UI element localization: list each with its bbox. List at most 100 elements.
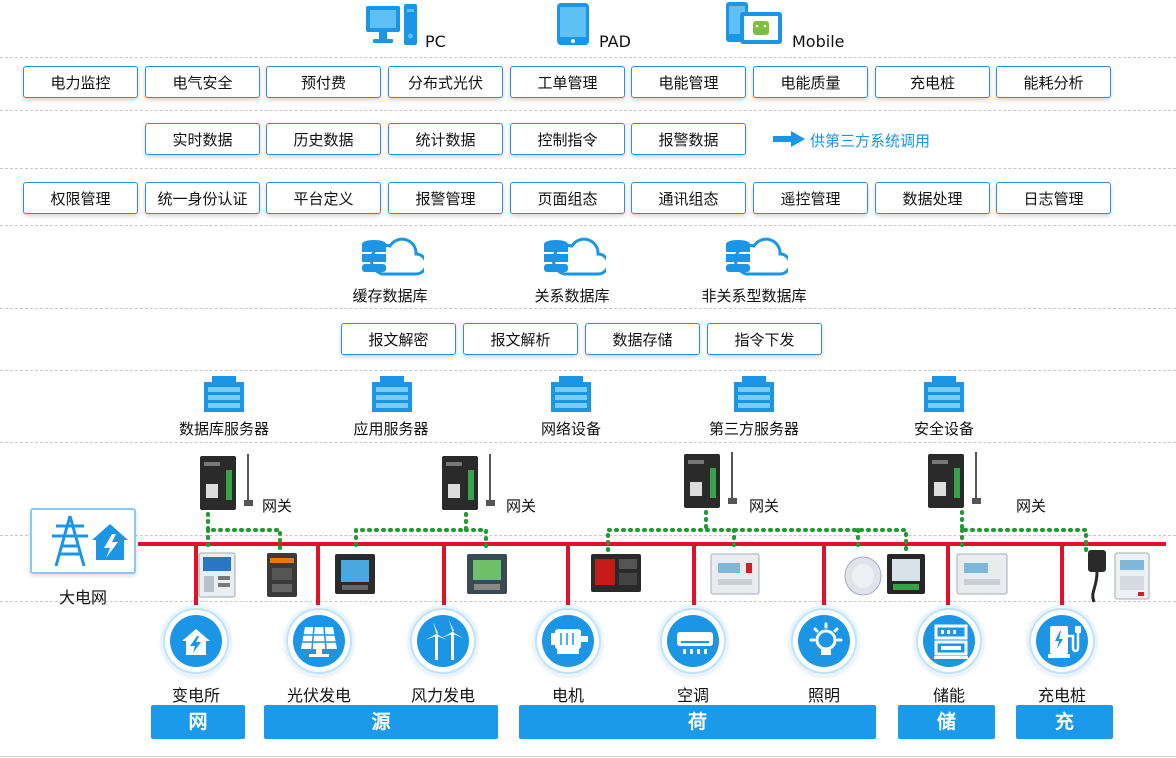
msg-command-dispatch: 指令下发 [707,323,822,355]
database-label: 非关系型数据库 [701,287,807,305]
gateway-label: 网关 [262,497,293,515]
solar-node [286,608,352,674]
mobile-icon [726,2,784,46]
gateway-device-icon [926,450,988,512]
database-label: 关系数据库 [534,287,610,305]
data-history: 历史数据 [266,123,381,155]
category-charging: 充 [1016,705,1113,739]
comm-link-line [206,512,282,552]
energy-storage-icon [934,624,968,659]
endpoint-label: 变电所 [171,686,220,705]
category-storage: 储 [898,705,995,739]
separator [0,442,1176,443]
msg-parse: 报文解析 [463,323,578,355]
data-control-command: 控制指令 [510,123,625,155]
database-label: 缓存数据库 [352,287,428,305]
panel-meter-icon [334,553,376,595]
category-grid: 网 [151,705,245,739]
comm-link-line [464,528,488,552]
cloud-database-icon [360,234,424,278]
substation-icon [182,629,210,655]
app-energy-analysis: 能耗分析 [996,66,1111,98]
separator [0,535,1176,536]
charging-node [1029,608,1095,674]
data-alarm: 报警数据 [631,123,746,155]
app-prepaid: 预付费 [266,66,381,98]
gateway-device-icon [198,452,260,514]
category-load: 荷 [519,705,876,739]
tablet-icon [556,3,590,45]
solar-panel-icon [301,626,337,657]
server-label: 安全设备 [913,420,974,438]
func-log-management: 日志管理 [996,182,1111,214]
client-label: PAD [599,32,631,51]
multifunction-meter-icon [590,553,642,593]
third-party-text: 供第三方系统调用 [810,132,931,150]
func-page-config: 页面组态 [510,182,625,214]
separator [0,168,1176,169]
lighting-node [791,608,857,674]
motor-icon [551,629,588,654]
endpoint-label: 光伏发电 [286,686,351,705]
client-label: Mobile [792,32,845,51]
transmission-tower-icon [52,515,128,567]
msg-decrypt: 报文解密 [341,323,456,355]
client-label: PC [425,32,446,51]
app-distributed-pv: 分布式光伏 [388,66,503,98]
relay-protection-device-icon [198,552,236,598]
wind-node [410,608,476,674]
endpoint-label: 空调 [676,686,709,705]
gateway-label: 网关 [749,497,780,515]
comm-link-line [606,528,908,552]
app-power-monitoring: 电力监控 [23,66,138,98]
cloud-database-icon [542,234,606,278]
endpoint-label: 照明 [807,686,840,705]
category-source: 源 [264,705,498,739]
gateway-device-icon [440,452,502,514]
app-work-order: 工单管理 [510,66,625,98]
comm-link-line [960,510,1088,552]
server-icon [549,376,593,412]
grid-box [30,508,136,574]
separator [0,57,1176,58]
data-statistics: 统计数据 [388,123,503,155]
air-conditioner-icon [677,632,713,654]
gateway-label: 网关 [506,497,537,515]
app-energy-management: 电能管理 [631,66,746,98]
separator [0,225,1176,226]
endpoint-label: 风力发电 [410,686,475,705]
separator [0,370,1176,371]
prepaid-meter-icon [1114,552,1150,600]
func-identity-auth: 统一身份认证 [145,182,260,214]
func-comm-config: 通讯组态 [631,182,746,214]
charging-plug-icon [1086,548,1108,604]
endpoint-label: 储能 [932,686,965,705]
server-label: 数据库服务器 [178,420,269,438]
func-alarm-management: 报警管理 [388,182,503,214]
func-permission: 权限管理 [23,182,138,214]
app-power-quality: 电能质量 [753,66,868,98]
server-icon [202,376,246,412]
msg-data-storage: 数据存储 [585,323,700,355]
arrow-right-icon [773,131,805,147]
gateway-device-icon [682,450,744,512]
func-platform-definition: 平台定义 [266,182,381,214]
substation-node [163,608,229,674]
gateway-label: 网关 [1016,497,1047,515]
server-label: 网络设备 [540,420,601,438]
data-realtime: 实时数据 [145,123,260,155]
app-charging-pile: 充电桩 [875,66,990,98]
storage-node [916,608,982,674]
din-rail-meter-icon [956,553,1008,595]
smoke-detector-icon [843,552,883,596]
separator [0,756,1176,757]
server-icon [922,376,966,412]
grid-label: 大电网 [58,588,107,607]
panel-meter-icon [886,553,926,595]
charging-station-icon [1048,626,1081,658]
comm-link-line [354,512,468,552]
separator [0,308,1176,309]
server-label: 第三方服务器 [708,420,799,438]
app-electrical-safety: 电气安全 [145,66,260,98]
panel-meter-icon [466,553,508,595]
